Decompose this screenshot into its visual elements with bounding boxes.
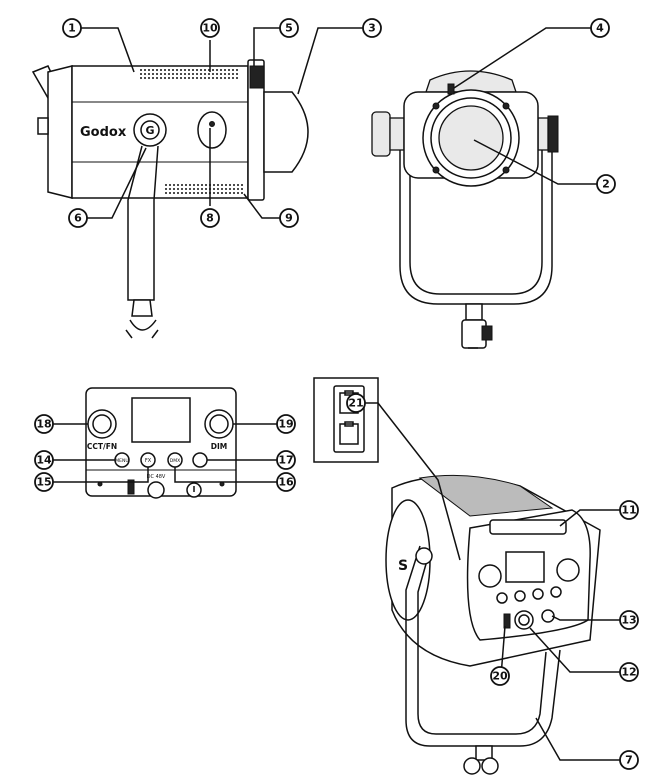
ear-button xyxy=(192,452,208,468)
right-yoke-knob xyxy=(547,115,559,153)
svg-text:6: 6 xyxy=(74,212,82,225)
back-panel xyxy=(47,65,73,199)
svg-text:2: 2 xyxy=(602,178,610,191)
port-inset xyxy=(313,377,379,463)
callout-1: 1 xyxy=(62,18,82,38)
back-knob xyxy=(37,117,49,135)
svg-text:3: 3 xyxy=(368,22,376,35)
callout-9: 9 xyxy=(279,208,299,228)
callout-7: 7 xyxy=(619,750,639,770)
callout-6: 6 xyxy=(68,208,88,228)
svg-text:7: 7 xyxy=(625,754,633,767)
bottom-vents xyxy=(165,184,245,194)
callout-11: 11 xyxy=(619,500,639,520)
callout-13: 13 xyxy=(619,610,639,630)
power-label: DC 48V xyxy=(147,474,166,480)
callout-19: 19 xyxy=(276,414,296,434)
callout-2: 2 xyxy=(596,174,616,194)
control-panel: CCT/FN DIM MENU FX DMX DC 48V xyxy=(85,387,237,499)
rear-right-knob xyxy=(556,558,580,582)
svg-text:12: 12 xyxy=(621,666,636,679)
callout-15: 15 xyxy=(34,472,54,492)
cct-fn-label: CCT/FN xyxy=(87,442,117,451)
dim-knob xyxy=(204,409,234,439)
callout-8: 8 xyxy=(200,208,220,228)
rear-lcd xyxy=(505,551,545,583)
model-mark: S xyxy=(398,558,408,574)
left-yoke-knob xyxy=(371,111,391,157)
svg-text:10: 10 xyxy=(202,22,218,35)
callout-16: 16 xyxy=(276,472,296,492)
lock-button xyxy=(249,65,265,89)
power-socket xyxy=(147,481,165,499)
menu-button-label: MENU xyxy=(115,458,128,464)
callout-12: 12 xyxy=(619,662,639,682)
svg-text:21: 21 xyxy=(348,397,363,410)
svg-text:20: 20 xyxy=(492,670,508,683)
callout-4: 4 xyxy=(590,18,610,38)
brand-logo: Godox xyxy=(80,125,127,140)
svg-text:19: 19 xyxy=(278,418,293,431)
callout-18: 18 xyxy=(34,414,54,434)
tilt-lever xyxy=(197,111,227,149)
power-switch xyxy=(127,479,135,495)
callout-10: 10 xyxy=(200,18,220,38)
callout-14: 14 xyxy=(34,450,54,470)
front-view-light xyxy=(371,70,559,349)
rear-power-socket xyxy=(514,610,534,630)
callout-3: 3 xyxy=(362,18,382,38)
fx-button-label: FX xyxy=(145,458,152,464)
svg-text:14: 14 xyxy=(36,454,52,467)
rear-view-light: S xyxy=(385,474,601,775)
svg-text:1: 1 xyxy=(68,22,76,35)
callout-20: 20 xyxy=(490,666,510,686)
cct-fn-knob xyxy=(87,409,117,439)
svg-text:16: 16 xyxy=(278,476,294,489)
svg-text:18: 18 xyxy=(36,418,51,431)
svg-text:9: 9 xyxy=(285,212,293,225)
rear-usb-port xyxy=(541,609,555,623)
svg-text:11: 11 xyxy=(621,504,636,517)
front-lens xyxy=(438,105,504,171)
svg-text:5: 5 xyxy=(285,22,293,35)
svg-text:G: G xyxy=(145,124,154,137)
rear-left-knob xyxy=(478,564,502,588)
svg-text:13: 13 xyxy=(621,614,636,627)
callout-5: 5 xyxy=(279,18,299,38)
top-vents xyxy=(140,69,240,79)
svg-text:4: 4 xyxy=(596,22,604,35)
svg-text:15: 15 xyxy=(36,476,51,489)
dim-label: DIM xyxy=(211,442,227,451)
side-view-light: Godox G xyxy=(31,59,309,339)
bracket-knob xyxy=(133,113,167,147)
callout-21: 21 xyxy=(346,393,366,413)
svg-text:8: 8 xyxy=(206,212,214,225)
lcd-screen xyxy=(131,397,191,443)
callout-17: 17 xyxy=(276,450,296,470)
rear-power-switch xyxy=(503,613,511,629)
dmx-button-label: DMX xyxy=(170,458,180,464)
reflector-dome xyxy=(263,91,309,173)
svg-text:17: 17 xyxy=(278,454,293,467)
leader-lines xyxy=(53,27,620,761)
